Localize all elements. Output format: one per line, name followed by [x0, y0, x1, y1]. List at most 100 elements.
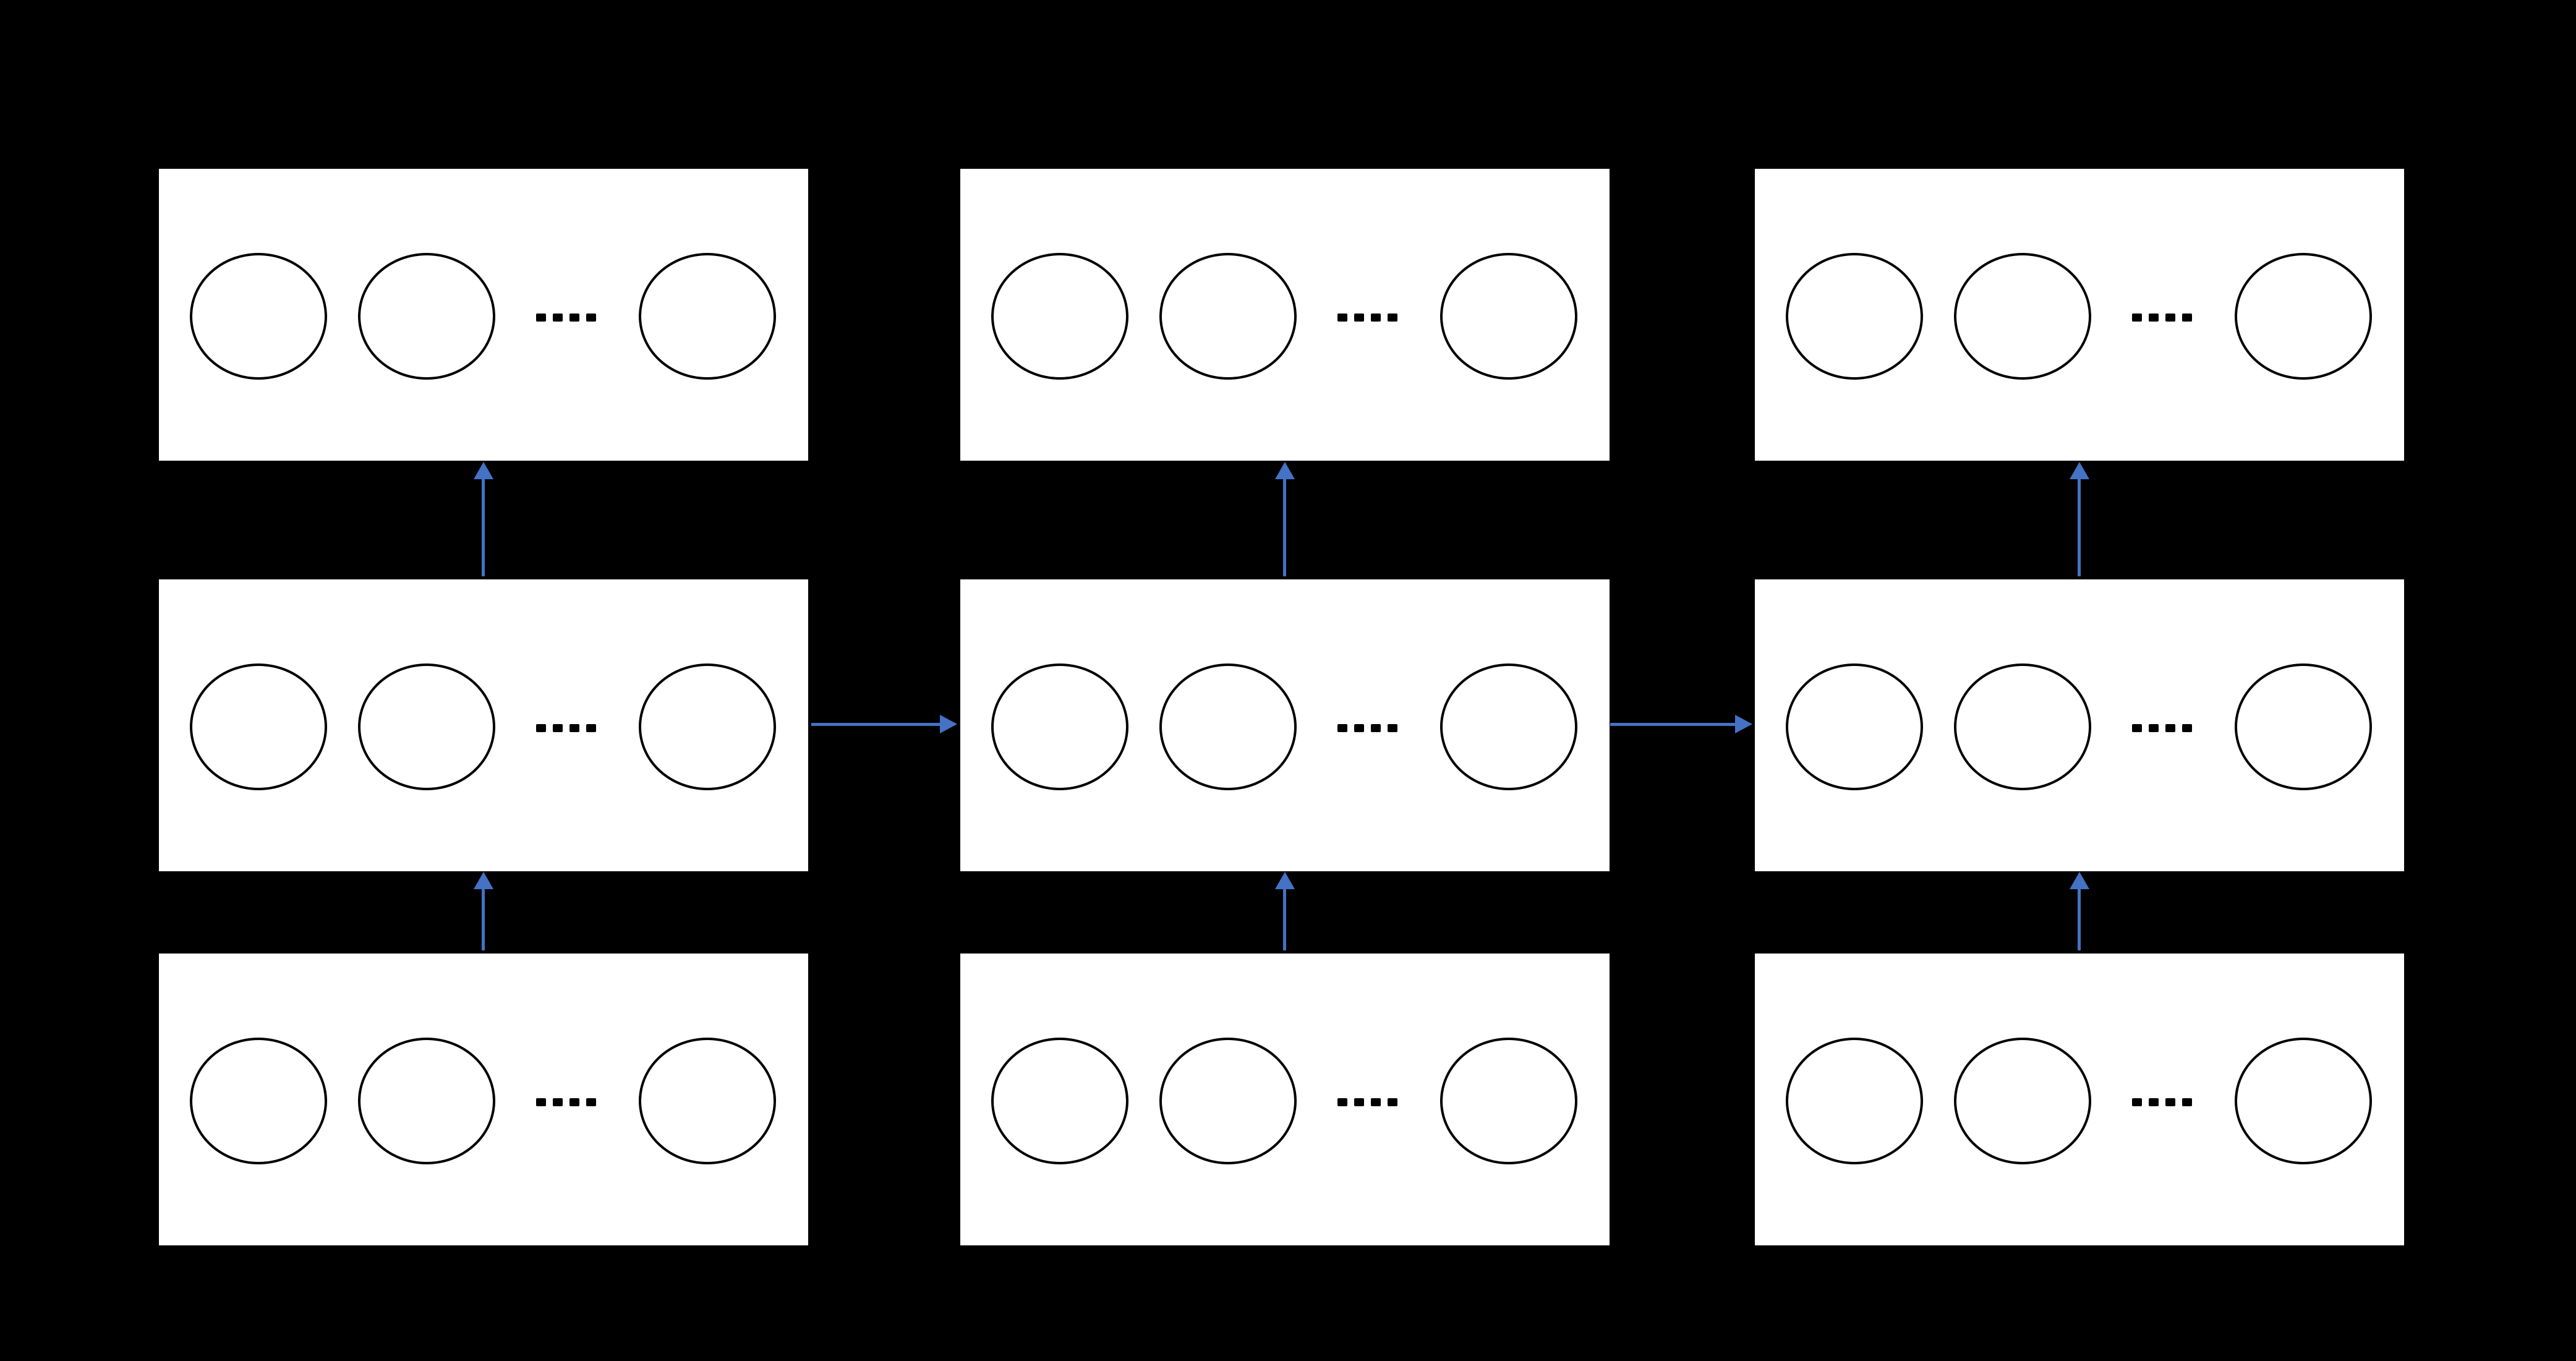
ellipsis-dots — [536, 723, 596, 732]
ellipsis-dots — [1337, 1098, 1397, 1106]
neuron-node-3 — [1440, 663, 1577, 790]
ellipsis-dot — [1354, 1098, 1364, 1106]
neuron-node-1 — [190, 252, 327, 380]
up-arrow-col2-bottom-to-mid — [1275, 872, 1295, 950]
neuron-node-2 — [1954, 252, 2091, 380]
arrow-shaft — [1283, 889, 1286, 950]
neuron-node-2 — [1954, 663, 2091, 790]
up-arrow-col1-bottom-to-mid — [474, 872, 493, 950]
ellipsis-dot — [2165, 723, 2175, 732]
layer-box-row1-col1 — [159, 169, 808, 461]
ellipsis-dots — [2132, 313, 2192, 322]
arrowhead-up-icon — [474, 462, 493, 479]
layer-box-row3-col1 — [159, 954, 808, 1245]
neuron-node-1 — [190, 663, 327, 790]
arrow-shaft — [811, 723, 940, 726]
layer-box-row3-col3 — [1755, 954, 2404, 1245]
arrow-shaft — [2078, 889, 2081, 950]
arrow-shaft — [2078, 479, 2081, 576]
neuron-node-3 — [639, 663, 776, 790]
ellipsis-dot — [2149, 1098, 2159, 1106]
ellipsis-dot — [1337, 1098, 1347, 1106]
ellipsis-dot — [1388, 313, 1397, 322]
ellipsis-dot — [553, 723, 563, 732]
neuron-node-2 — [1159, 663, 1297, 790]
ellipsis-dot — [536, 723, 546, 732]
arrowhead-up-icon — [2070, 462, 2089, 479]
up-arrow-col3-mid-to-top — [2070, 462, 2089, 576]
up-arrow-col3-bottom-to-mid — [2070, 872, 2089, 950]
ellipsis-dots — [1337, 723, 1397, 732]
ellipsis-dot — [1371, 723, 1381, 732]
ellipsis-dot — [536, 1098, 546, 1106]
arrowhead-up-icon — [1275, 462, 1295, 479]
neuron-node-2 — [1159, 1037, 1297, 1164]
ellipsis-dots — [536, 1098, 596, 1106]
arrowhead-right-icon — [1735, 715, 1752, 733]
ellipsis-dots — [536, 313, 596, 322]
neuron-node-3 — [639, 1037, 776, 1164]
arrow-shaft — [1610, 723, 1735, 726]
layer-box-row1-col3 — [1755, 169, 2404, 461]
ellipsis-dots — [2132, 723, 2192, 732]
layer-box-row1-col2 — [960, 169, 1610, 461]
neuron-node-2 — [1159, 252, 1297, 380]
arrowhead-up-icon — [474, 872, 493, 889]
ellipsis-dot — [586, 313, 596, 322]
ellipsis-dot — [586, 723, 596, 732]
arrowhead-right-icon — [940, 715, 957, 733]
ellipsis-dot — [1354, 313, 1364, 322]
ellipsis-dot — [586, 1098, 596, 1106]
ellipsis-dots — [1337, 313, 1397, 322]
ellipsis-dot — [2165, 313, 2175, 322]
neuron-node-1 — [1786, 663, 1923, 790]
ellipsis-dot — [2182, 313, 2192, 322]
layer-box-row2-col1 — [159, 579, 808, 871]
layer-box-row3-col2 — [960, 954, 1610, 1245]
ellipsis-dot — [1388, 723, 1397, 732]
layer-box-row2-col2 — [960, 579, 1610, 871]
neuron-node-1 — [190, 1037, 327, 1164]
neuron-node-2 — [358, 252, 495, 380]
ellipsis-dot — [2165, 1098, 2175, 1106]
right-arrow-mid-col1-to-col2 — [811, 715, 957, 733]
ellipsis-dot — [553, 313, 563, 322]
arrowhead-up-icon — [2070, 872, 2089, 889]
neuron-node-1 — [991, 663, 1128, 790]
neuron-node-2 — [358, 1037, 495, 1164]
neuron-node-1 — [1786, 252, 1923, 380]
ellipsis-dot — [2182, 723, 2192, 732]
ellipsis-dot — [536, 313, 546, 322]
neuron-node-3 — [2235, 1037, 2372, 1164]
layer-box-row2-col3 — [1755, 579, 2404, 871]
ellipsis-dot — [2149, 723, 2159, 732]
right-arrow-mid-col2-to-col3 — [1610, 715, 1752, 733]
ellipsis-dot — [2182, 1098, 2192, 1106]
ellipsis-dots — [2132, 1098, 2192, 1106]
ellipsis-dot — [1371, 1098, 1381, 1106]
arrow-shaft — [1283, 479, 1286, 576]
ellipsis-dot — [569, 723, 579, 732]
arrow-shaft — [482, 479, 485, 576]
ellipsis-dot — [569, 1098, 579, 1106]
neuron-node-3 — [1440, 1037, 1577, 1164]
neuron-node-1 — [1786, 1037, 1923, 1164]
neuron-node-2 — [1954, 1037, 2091, 1164]
up-arrow-col2-mid-to-top — [1275, 462, 1295, 576]
ellipsis-dot — [1354, 723, 1364, 732]
ellipsis-dot — [1337, 313, 1347, 322]
ellipsis-dot — [553, 1098, 563, 1106]
arrowhead-up-icon — [1275, 872, 1295, 889]
ellipsis-dot — [2132, 1098, 2142, 1106]
neuron-node-2 — [358, 663, 495, 790]
ellipsis-dot — [2149, 313, 2159, 322]
neuron-node-3 — [1440, 252, 1577, 380]
ellipsis-dot — [2132, 723, 2142, 732]
up-arrow-col1-mid-to-top — [474, 462, 493, 576]
neuron-node-1 — [991, 1037, 1128, 1164]
ellipsis-dot — [1388, 1098, 1397, 1106]
ellipsis-dot — [2132, 313, 2142, 322]
neuron-node-3 — [2235, 663, 2372, 790]
ellipsis-dot — [569, 313, 579, 322]
